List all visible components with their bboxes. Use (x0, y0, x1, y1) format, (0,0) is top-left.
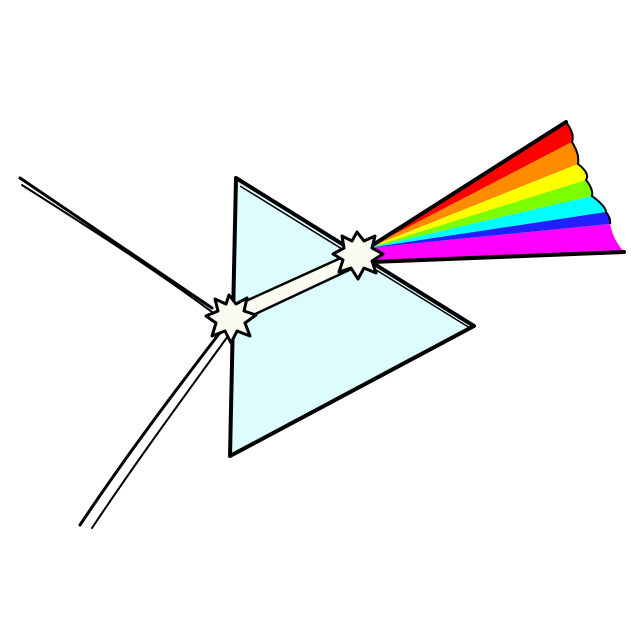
spectrum-band-green (368, 180, 592, 248)
incoming-beam-line-inner (21, 184, 213, 313)
spectrum-band-cyan (368, 196, 606, 248)
reflected-light-beam (78, 328, 229, 529)
exit-burst-shape (331, 230, 385, 281)
spectrum-band-orange (368, 142, 578, 248)
incoming-light-beam (18, 176, 214, 313)
reflected-beam-line-inner (91, 335, 229, 529)
spectrum-band-yellow (368, 164, 587, 248)
exit-burst-icon (331, 230, 385, 281)
spectrum-outline-right (565, 121, 612, 225)
reflected-beam-line-outer (78, 328, 224, 527)
spectrum-band-blue (368, 212, 610, 248)
spectrum-outline-bottom (370, 250, 626, 264)
spectrum-band-magenta (368, 224, 624, 262)
spectrum-fan (366, 120, 626, 264)
spectrum-outline-top (366, 120, 568, 250)
entry-burst-icon (204, 293, 258, 345)
entry-burst-shape (204, 293, 258, 345)
incoming-beam-line-outer (18, 176, 214, 310)
